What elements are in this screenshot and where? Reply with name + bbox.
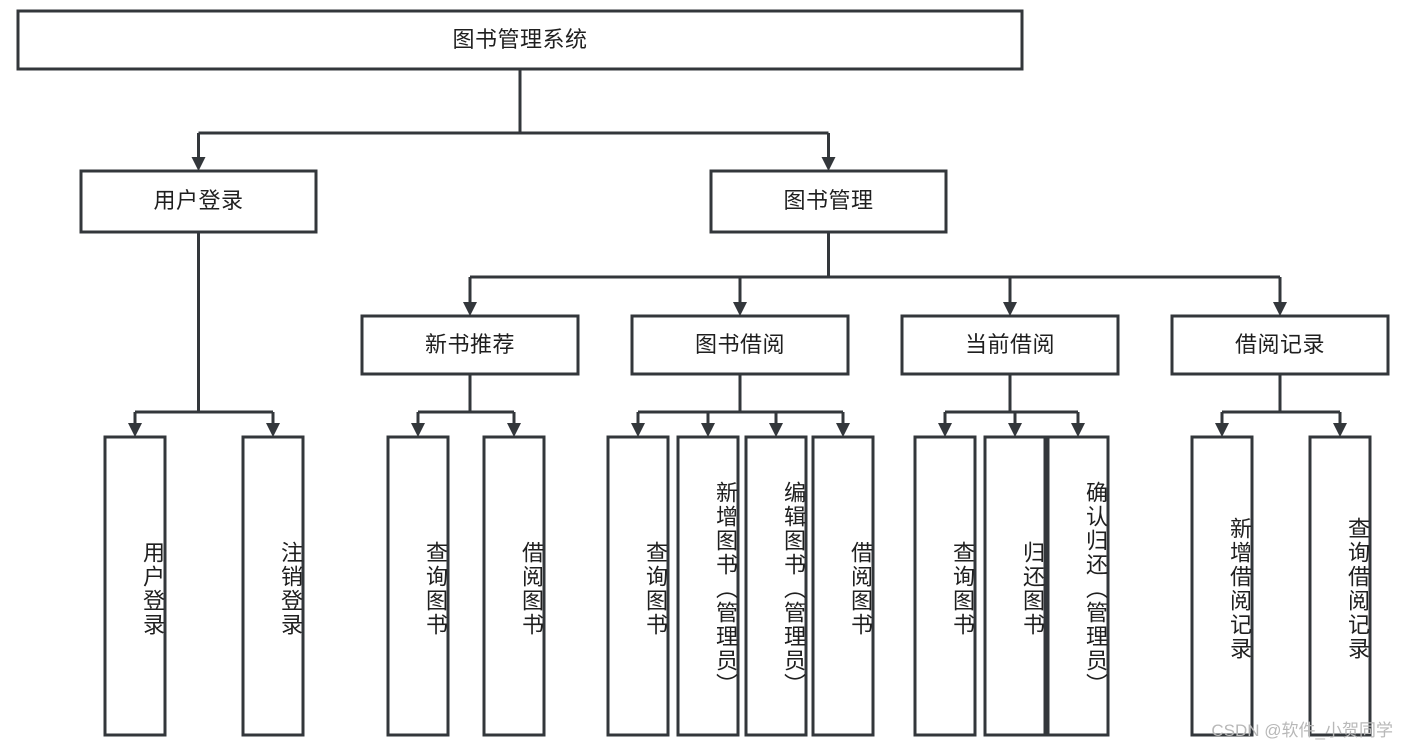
watermark: CSDN @软件_小贺同学 bbox=[1211, 721, 1393, 740]
node-box-borrow bbox=[630, 314, 850, 376]
node-box-leaf-login-1 bbox=[103, 435, 167, 737]
node-box-current bbox=[900, 314, 1120, 376]
node-box-leaf-new-2 bbox=[482, 435, 546, 737]
node-box-leaf-cur-1 bbox=[913, 435, 977, 737]
node-box-root bbox=[16, 9, 1024, 71]
node-box-leaf-borrow-4 bbox=[811, 435, 875, 737]
node-box-leaf-cur-3 bbox=[1046, 435, 1110, 737]
node-box-leaf-borrow-3 bbox=[744, 435, 808, 737]
node-box-leaf-borrow-2 bbox=[676, 435, 740, 737]
node-box-leaf-new-1 bbox=[386, 435, 450, 737]
node-box-leaf-rec-2 bbox=[1308, 435, 1372, 737]
edge-layer bbox=[128, 69, 1347, 437]
node-box-leaf-cur-2 bbox=[983, 435, 1047, 737]
node-box-newbook bbox=[360, 314, 580, 376]
node-box-bookmgmt bbox=[709, 169, 948, 234]
node-box-records bbox=[1170, 314, 1390, 376]
node-box-login bbox=[79, 169, 318, 234]
node-box-layer bbox=[16, 9, 1390, 737]
node-box-leaf-rec-1 bbox=[1190, 435, 1254, 737]
node-box-leaf-login-2 bbox=[241, 435, 305, 737]
node-box-leaf-borrow-1 bbox=[606, 435, 670, 737]
